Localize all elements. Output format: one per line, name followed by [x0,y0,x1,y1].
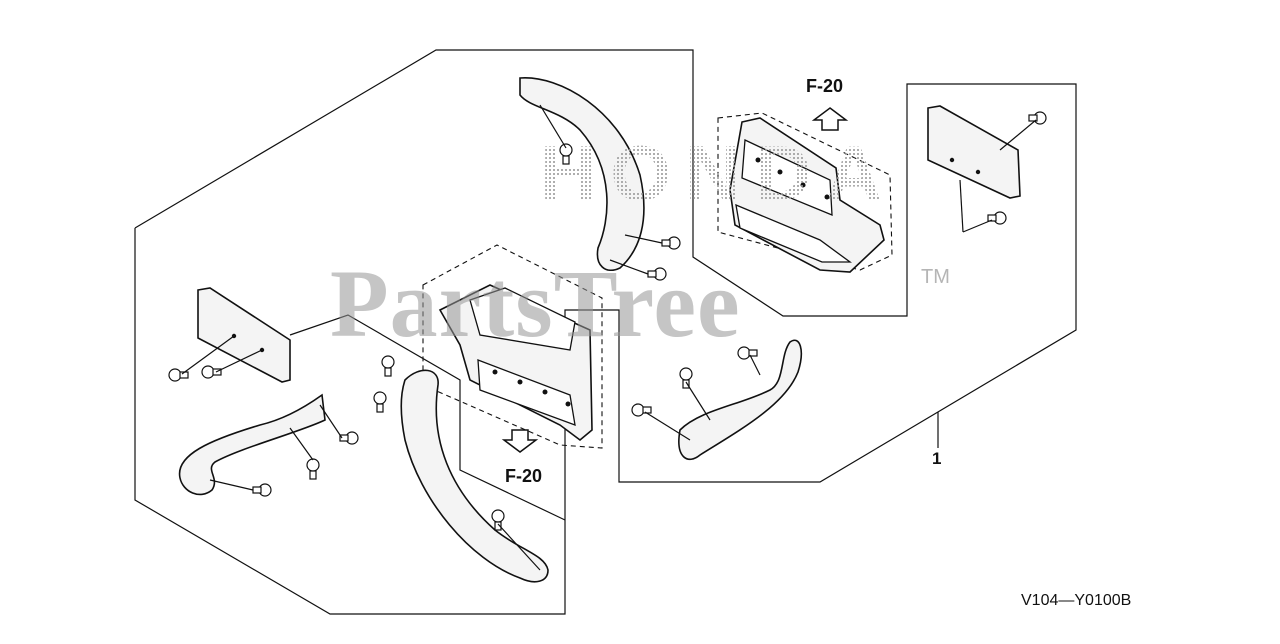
center-bracket [438,284,593,442]
skid-center-long [400,369,549,583]
ref-arrow-down [501,429,539,453]
drawing-code: V104—Y0100B [1021,592,1132,609]
subgroup-outline-left [289,314,566,521]
trademark-symbol: TM [921,266,950,288]
plate-right [927,105,1021,199]
skid-right-lower [678,339,802,461]
part-callout-1[interactable]: 1 [932,449,942,468]
top-bracket [729,117,885,273]
partstree-watermark: PartsTree [330,250,741,357]
ref-label-top[interactable]: F-20 [806,76,844,96]
skid-top [519,77,645,272]
skid-left-lower [178,393,326,496]
bolt-group [168,111,1047,531]
honda-logo-watermark: HONDA [540,129,896,217]
ref-label-bottom[interactable]: F-20 [505,466,543,486]
plate-left [197,287,291,383]
assembly-outline [134,49,1077,615]
leader-lines [181,104,1037,571]
ref-arrow-up [811,107,849,131]
